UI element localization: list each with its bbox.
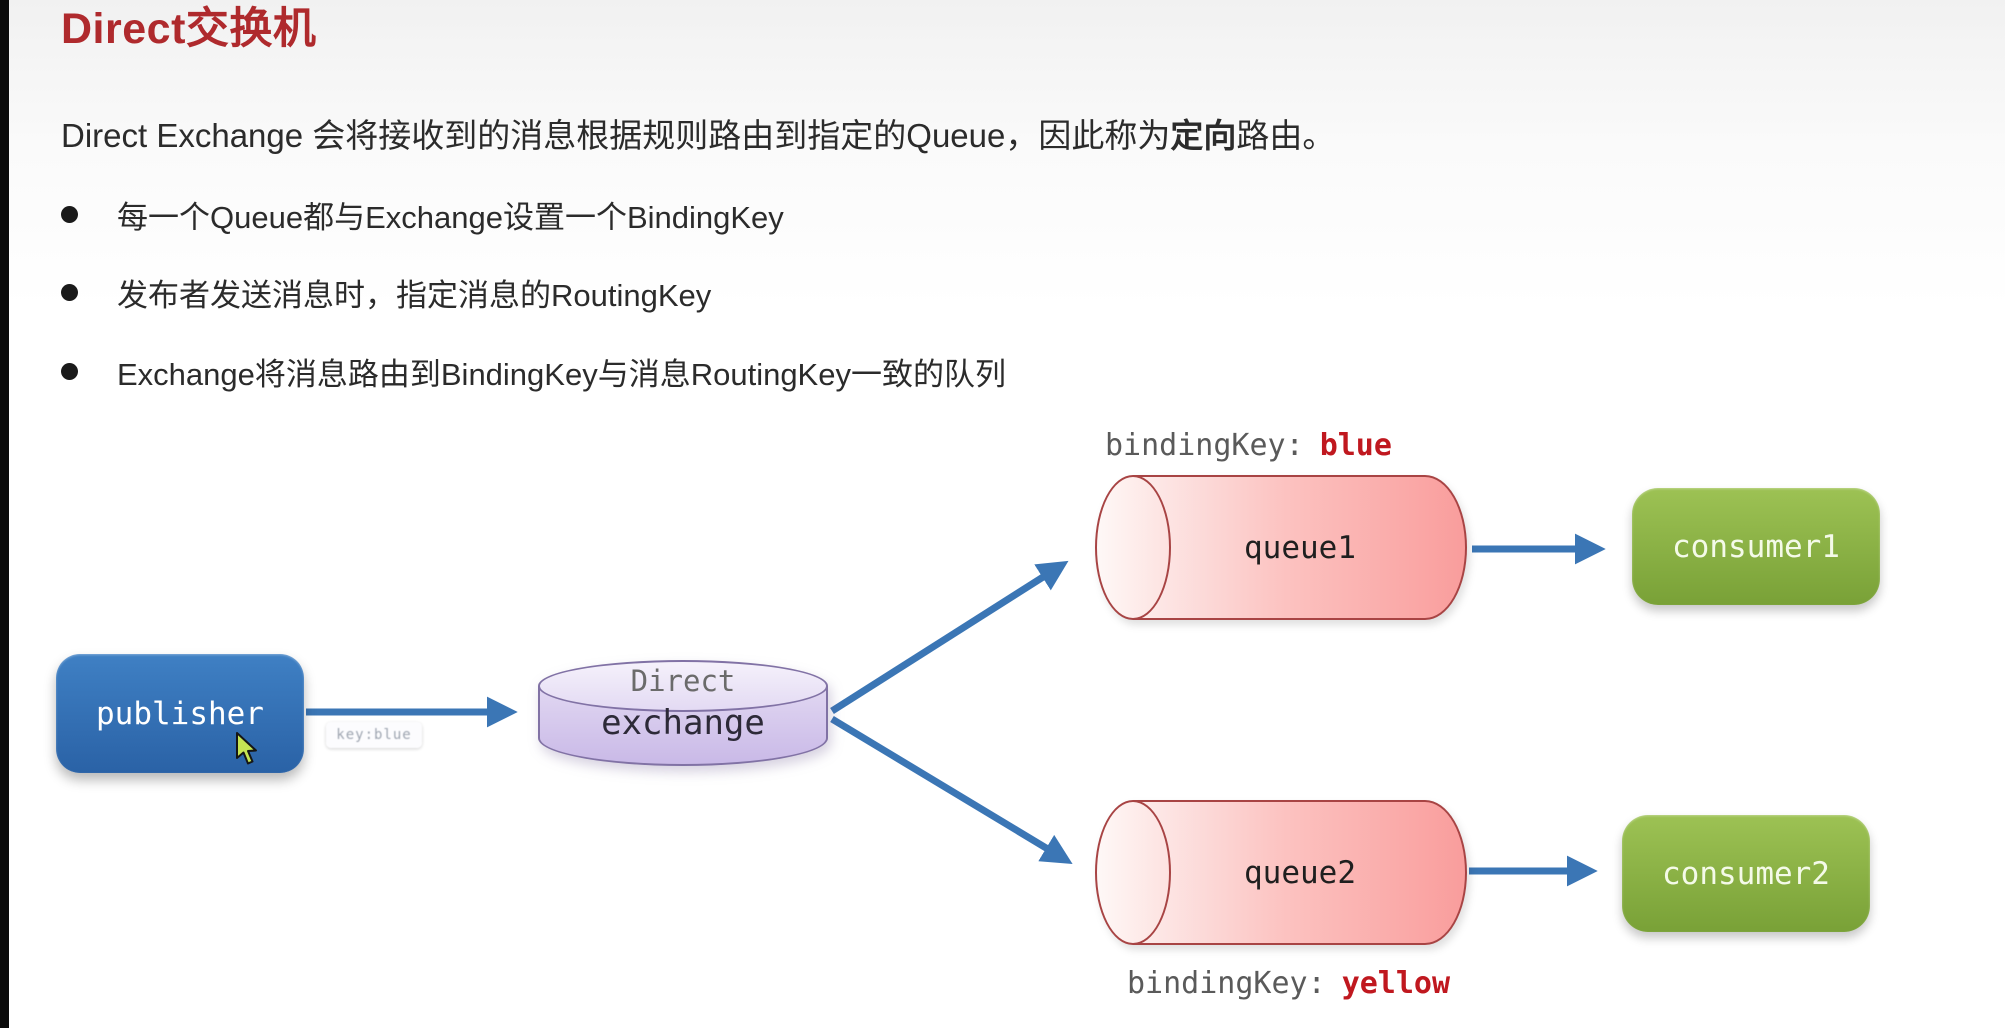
binding-key-value: yellow	[1341, 966, 1451, 1001]
arrow-exchange-to-queue2	[830, 716, 1073, 864]
queue2-node: queue2	[1095, 800, 1467, 945]
intro-bold-term: 定向	[1170, 117, 1237, 154]
bullet-text: Exchange将消息路由到BindingKey与消息RoutingKey一致的…	[117, 357, 1006, 392]
queue-cylinder-body	[1133, 800, 1467, 945]
page-title: Direct交换机	[61, 5, 317, 53]
bullet-text: 发布者发送消息时，指定消息的RoutingKey	[117, 278, 712, 313]
bullet-dot	[61, 363, 78, 380]
queue-cylinder-cap	[1095, 800, 1171, 945]
binding-label-queue2: bindingKey: yellow	[1127, 966, 1450, 1001]
left-edge-bar	[0, 0, 9, 1028]
binding-prefix: bindingKey:	[1105, 428, 1304, 463]
intro-paragraph: Direct Exchange 会将接收到的消息根据规则路由到指定的Queue，…	[61, 112, 1335, 160]
binding-prefix: bindingKey:	[1127, 966, 1326, 1001]
bullet-item-1: 每一个Queue都与Exchange设置一个BindingKey	[61, 192, 784, 237]
consumer2-node: consumer2	[1622, 815, 1870, 932]
consumer2-label: consumer2	[1662, 855, 1830, 892]
bullet-dot	[61, 284, 78, 301]
consumer1-label: consumer1	[1672, 528, 1840, 565]
binding-label-queue1: bindingKey: blue	[1105, 428, 1392, 463]
routing-key-tooltip: key:blue	[326, 722, 422, 748]
exchange-cylinder-top	[538, 660, 828, 712]
queue1-label: queue1	[1244, 529, 1356, 566]
intro-text: Direct Exchange 会将接收到的消息根据规则路由到指定的Queue，…	[61, 117, 1171, 154]
bullet-text: 每一个Queue都与Exchange设置一个BindingKey	[117, 200, 784, 235]
bullet-dot	[61, 206, 78, 223]
publisher-node: publisher	[56, 654, 304, 773]
bullet-item-2: 发布者发送消息时，指定消息的RoutingKey	[61, 270, 711, 315]
queue-cylinder-body	[1133, 475, 1467, 620]
queue-cylinder-cap	[1095, 475, 1171, 620]
bullet-item-3: Exchange将消息路由到BindingKey与消息RoutingKey一致的…	[61, 349, 1006, 394]
queue1-node: queue1	[1095, 475, 1467, 620]
queue2-label: queue2	[1244, 854, 1356, 891]
arrow-exchange-to-queue1	[830, 560, 1069, 714]
consumer1-node: consumer1	[1632, 488, 1880, 605]
binding-key-value: blue	[1319, 428, 1392, 463]
exchange-label: exchange	[601, 703, 765, 743]
publisher-label: publisher	[96, 695, 264, 732]
exchange-node: Direct exchange	[538, 660, 828, 766]
exchange-type-label: Direct	[630, 664, 736, 698]
intro-text-after: 路由。	[1236, 117, 1336, 154]
